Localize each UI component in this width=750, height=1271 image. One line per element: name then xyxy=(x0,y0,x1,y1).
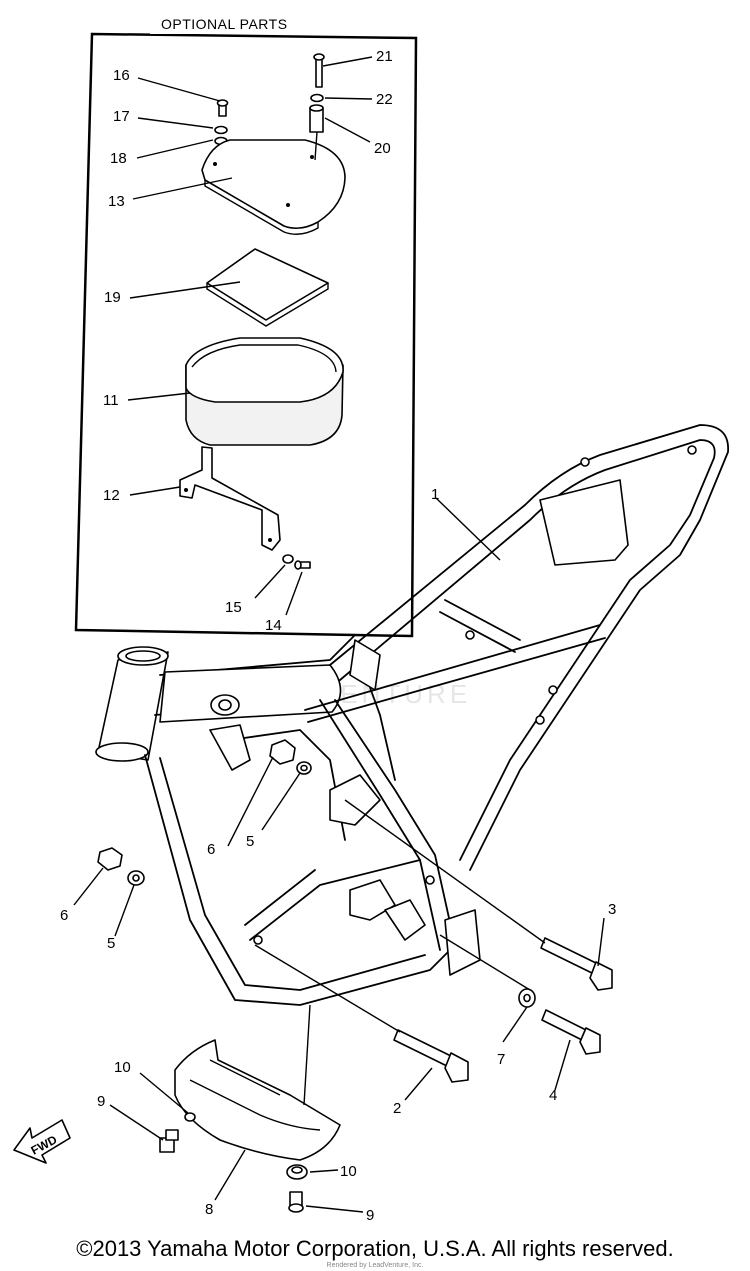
callouts: 16 17 18 13 19 11 12 15 14 21 22 20 1 6 … xyxy=(60,48,616,1224)
callout-16: 16 xyxy=(113,67,130,84)
render-credit: Rendered by LeadVenture, Inc. xyxy=(326,1262,424,1269)
bracket-12 xyxy=(179,446,281,551)
bolt-9-lower xyxy=(286,1164,308,1213)
copyright-notice: ©2013 Yamaha Motor Corporation, U.S.A. A… xyxy=(76,1236,674,1261)
fwd-arrow: FWD xyxy=(13,1119,71,1164)
callout-10-lower: 10 xyxy=(340,1163,357,1180)
callout-18: 18 xyxy=(110,150,127,167)
callout-15: 15 xyxy=(225,599,242,616)
callout-5-lower: 5 xyxy=(107,935,115,952)
bolt-2 xyxy=(393,1029,469,1083)
bolt-3 xyxy=(540,937,613,991)
callout-5-upper: 5 xyxy=(246,833,254,850)
bolt-16 xyxy=(214,99,229,146)
bolt-4 xyxy=(541,1009,601,1055)
bolt-21-spacer-20 xyxy=(309,53,325,161)
skid-plate-8 xyxy=(174,1039,341,1161)
callout-7: 7 xyxy=(497,1051,505,1068)
callout-13: 13 xyxy=(108,193,125,210)
callout-3: 3 xyxy=(608,901,616,918)
washer-7 xyxy=(518,988,536,1008)
bolt-9-upper xyxy=(159,1112,196,1153)
callout-17: 17 xyxy=(113,108,130,125)
callout-1: 1 xyxy=(431,486,439,503)
callout-11: 11 xyxy=(103,392,119,409)
screw-14 xyxy=(282,554,311,570)
callout-8: 8 xyxy=(205,1201,213,1218)
callout-10-upper: 10 xyxy=(114,1059,131,1076)
cover-11 xyxy=(185,337,344,446)
leader-lines xyxy=(73,56,605,1213)
callout-4: 4 xyxy=(549,1087,557,1104)
callout-6-upper: 6 xyxy=(207,841,215,858)
callout-6-lower: 6 xyxy=(60,907,68,924)
callout-2: 2 xyxy=(393,1100,401,1117)
callout-22: 22 xyxy=(376,91,393,108)
callout-19: 19 xyxy=(104,289,121,306)
optional-parts-box: OPTIONAL PARTS xyxy=(74,14,418,638)
nut-6-upper xyxy=(269,739,312,775)
callout-21: 21 xyxy=(376,48,393,65)
frame-1 xyxy=(95,424,729,1006)
nut-6-lower xyxy=(97,847,145,886)
optional-parts-title: OPTIONAL PARTS xyxy=(161,16,288,32)
callout-12: 12 xyxy=(103,487,120,504)
callout-9-lower: 9 xyxy=(366,1207,374,1224)
callout-20: 20 xyxy=(374,140,391,157)
seat-plate-13 xyxy=(201,139,346,235)
pad-19 xyxy=(206,248,329,327)
callout-14: 14 xyxy=(265,617,282,634)
callout-9-upper: 9 xyxy=(97,1093,105,1110)
